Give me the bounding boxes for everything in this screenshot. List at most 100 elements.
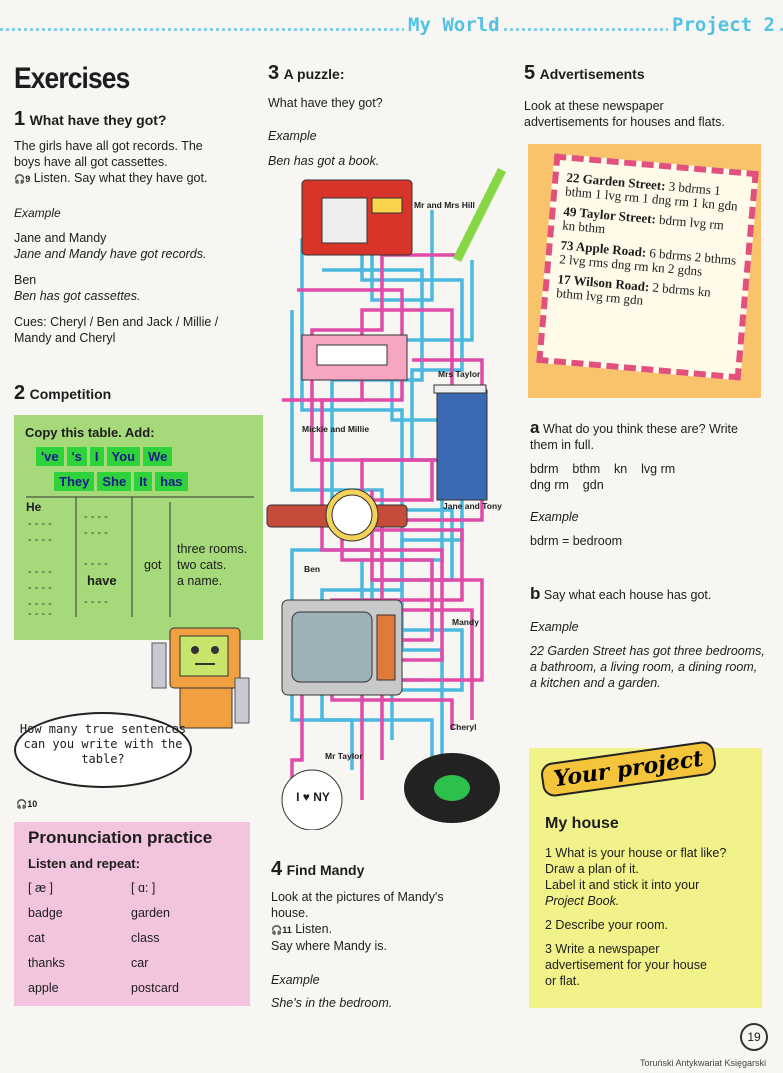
svg-text:- - - -: - - - - <box>28 518 52 530</box>
ex4-heading: 4 Find Mandy <box>271 858 364 881</box>
ex1-e4: Ben has got cassettes. <box>14 289 141 303</box>
ex5-intro: Look at these newspaper advertisements f… <box>524 98 725 130</box>
ex2-copy: Copy this table. Add: <box>25 425 155 440</box>
ex4-audio: 11 <box>282 925 292 935</box>
a-letter: a <box>530 418 540 437</box>
ex4-example-label: Example <box>271 973 320 987</box>
label-mr-mrs-hill: Mr and Mrs Hill <box>414 200 475 210</box>
i3a: 3 Write a newspaper <box>545 942 660 956</box>
col2-head: [ ɑ: ] <box>131 881 156 895</box>
robot-illustration <box>151 627 250 729</box>
ex1-audio: 9 <box>25 174 31 184</box>
competition-table: - - - -- - - - - - - -- - - - - - - -- -… <box>26 492 256 622</box>
ex1-intro2: boys have all got cassettes. <box>14 155 168 169</box>
b-example: 22 Garden Street has got three bedrooms,… <box>530 644 765 690</box>
speech-bubble: How many true sentences can you write wi… <box>14 712 192 788</box>
header-right: Project 2 <box>668 14 779 36</box>
chip: 's <box>66 447 87 466</box>
ex1-intro1: The girls have all got records. The <box>14 139 203 153</box>
ex1-cues1: Cues: Cheryl / Ben and Jack / Millie / <box>14 315 219 329</box>
label-mandy: Mandy <box>452 617 479 627</box>
ex4-number: 4 <box>271 858 283 880</box>
label-mr-taylor: Mr Taylor <box>325 751 363 761</box>
word: class <box>131 931 160 945</box>
ex3-q: What have they got? <box>268 96 383 110</box>
ex5-title: Advertisements <box>539 66 645 82</box>
svg-text:- - - -: - - - - <box>28 608 52 620</box>
i3b: advertisement for your house <box>545 958 707 972</box>
page-number: 19 <box>740 1023 768 1051</box>
svg-text:- - - -: - - - - <box>28 534 52 546</box>
svg-text:- - - -: - - - - <box>84 511 108 523</box>
table-have: have <box>87 573 117 588</box>
footer-stamp: Toruński Antykwariat Księgarski <box>640 1058 767 1068</box>
ex1-example-label: Example <box>14 206 61 220</box>
audio-icon: 🎧 <box>271 925 283 935</box>
maze-puzzle <box>266 167 507 830</box>
a-example-label: Example <box>530 510 579 524</box>
ex5-b: b Say what each house has got. Example 2… <box>530 584 765 691</box>
ex4-l2: house. <box>271 906 309 920</box>
ex2-number: 2 <box>14 382 26 404</box>
chip: She <box>97 472 132 491</box>
chip: You <box>106 447 141 466</box>
word: thanks <box>28 956 65 970</box>
obj1: three rooms. <box>177 542 248 556</box>
header-rule <box>0 28 783 31</box>
audio-icon: 🎧 <box>16 799 28 809</box>
ex1-examples: Jane and Mandy Jane and Mandy have got r… <box>14 230 254 346</box>
pron-sub: Listen and repeat: <box>28 856 140 871</box>
badge-text: I ♥ NY <box>296 790 330 804</box>
label-ben: Ben <box>304 564 321 574</box>
page-title: Exercises <box>14 62 130 95</box>
label-mrs-taylor: Mrs Taylor <box>438 369 481 379</box>
word: cat <box>28 931 45 945</box>
ex2-audio: 🎧10 <box>16 799 37 810</box>
b-example-label: Example <box>530 620 579 634</box>
ex3-example-label: Example <box>268 129 317 143</box>
svg-text:- - - -: - - - - <box>84 596 108 608</box>
ex3-number: 3 <box>268 62 280 84</box>
header-left: My World <box>404 14 504 36</box>
table-got: got <box>144 558 162 572</box>
table-he: He <box>26 500 42 514</box>
chip: They <box>54 472 95 491</box>
ex4-l1: Look at the pictures of Mandy's <box>271 890 444 904</box>
pron-col2: [ ɑ: ] garden class car postcard <box>131 880 179 996</box>
word: badge <box>28 906 63 920</box>
ex1-text: The girls have all got records. The boys… <box>14 138 254 187</box>
ex4-title: Find Mandy <box>286 862 365 878</box>
word: apple <box>28 981 59 995</box>
ex1-title: What have they got? <box>29 112 167 128</box>
chip: 've <box>36 447 64 466</box>
project-text: 1 What is your house or flat like? Draw … <box>545 845 755 989</box>
chip: It <box>134 472 153 491</box>
ex5-l1: Look at these newspaper <box>524 99 664 113</box>
label-mickie-millie: Mickie and Millie <box>302 424 370 434</box>
ex1-number: 1 <box>14 108 26 130</box>
svg-text:- - - -: - - - - <box>28 582 52 594</box>
svg-text:- - - -: - - - - <box>84 558 108 570</box>
i1d: Project Book. <box>545 894 620 908</box>
word: garden <box>131 906 170 920</box>
obj2: two cats. <box>177 558 227 572</box>
svg-text:- - - -: - - - - <box>28 598 52 610</box>
project-heading: My house <box>545 815 619 832</box>
label-cheryl: Cheryl <box>450 722 477 732</box>
ex1-cues2: Mandy and Cheryl <box>14 331 116 345</box>
ex5-number: 5 <box>524 62 536 84</box>
ex3-title: A puzzle: <box>283 66 345 82</box>
ex5-heading: 5 Advertisements <box>524 62 645 85</box>
ex2-title: Competition <box>29 386 112 402</box>
i3c: or flat. <box>545 974 580 988</box>
word: car <box>131 956 149 970</box>
b-letter: b <box>530 584 541 603</box>
table-objects: three rooms. two cats. a name. <box>177 541 247 589</box>
pron-heading: Pronunciation practice <box>28 828 213 847</box>
ex1-e2: Jane and Mandy have got records. <box>14 247 207 261</box>
chip: We <box>143 447 173 466</box>
ex4-example: She's in the bedroom. <box>271 996 393 1010</box>
ex5-l2: advertisements for houses and flats. <box>524 115 725 129</box>
